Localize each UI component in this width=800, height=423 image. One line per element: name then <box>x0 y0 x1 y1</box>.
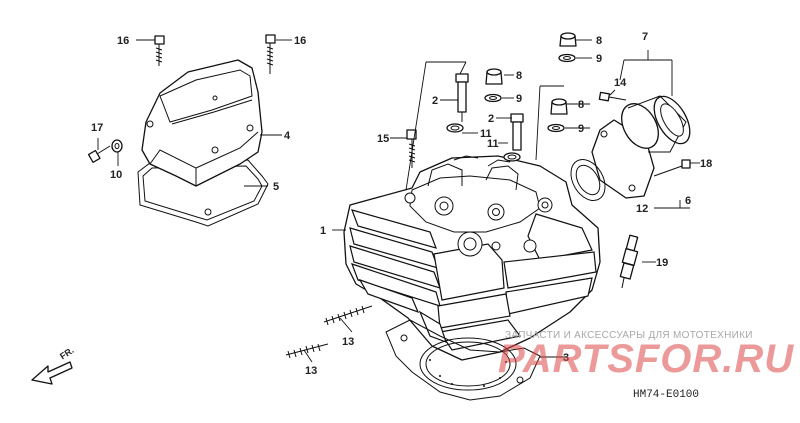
head-gasket <box>385 319 541 401</box>
diagram-code: HM74-E0100 <box>633 389 700 401</box>
cap-nut-8-top <box>559 32 577 47</box>
callout-13-lower: 13 <box>305 365 317 377</box>
callout-11-right: 11 <box>487 138 499 150</box>
callout-labels: 16 16 4 5 17 10 1 15 2 2 11 11 8 9 8 9 8… <box>91 31 712 377</box>
leader-lines <box>97 39 700 363</box>
callout-7: 7 <box>642 31 648 43</box>
callout-18: 18 <box>700 158 712 170</box>
bolt-14 <box>598 91 627 102</box>
cap-nut-8-low <box>550 98 568 115</box>
callout-14: 14 <box>614 77 627 89</box>
stud-2-right <box>510 113 524 151</box>
callout-1: 1 <box>320 225 326 237</box>
spark-plug-19 <box>619 234 639 289</box>
stud-bolt-13-upper <box>323 305 373 326</box>
callout-8-mid: 8 <box>516 70 522 82</box>
o-ring-11-right <box>503 152 521 162</box>
stud-bolt-13-lower <box>285 343 329 359</box>
callout-19: 19 <box>656 257 668 269</box>
callout-17: 17 <box>91 122 103 134</box>
washer-9-low <box>547 123 565 133</box>
callout-9-top: 9 <box>596 53 602 65</box>
intake-gasket <box>570 159 606 201</box>
callout-9-low: 9 <box>578 123 584 135</box>
callout-5: 5 <box>273 181 279 193</box>
cap-nut-8-mid <box>485 68 503 85</box>
watermark-tagline: ЗАПЧАСТИ И АКСЕССУАРЫ ДЛЯ МОТОТЕХНИКИ <box>505 330 753 341</box>
bolt-16-left <box>154 35 165 66</box>
washer-10 <box>111 139 123 153</box>
callout-8-low: 8 <box>578 99 584 111</box>
bolt-16-right <box>265 34 276 74</box>
intake-insulator <box>591 95 691 199</box>
callout-3: 3 <box>563 352 569 364</box>
o-ring-11-left <box>446 123 464 133</box>
bolt-17 <box>87 145 111 163</box>
callout-12: 12 <box>636 203 648 215</box>
callout-2-left: 2 <box>432 95 438 107</box>
callout-4: 4 <box>284 130 291 142</box>
callout-8-top: 8 <box>596 35 602 47</box>
callout-10: 10 <box>110 169 122 181</box>
callout-2-right: 2 <box>488 113 494 125</box>
callout-9-mid: 9 <box>516 93 522 105</box>
callout-13-upper: 13 <box>342 336 354 348</box>
callout-15: 15 <box>377 133 389 145</box>
washer-9-top <box>558 53 576 63</box>
front-direction-arrow <box>31 361 73 385</box>
washer-9-mid <box>484 93 502 103</box>
watermark-brand: PARTSFOR.RU <box>498 337 795 381</box>
callout-16-left: 16 <box>117 35 129 47</box>
cylinder-head <box>343 155 601 361</box>
callout-11-left: 11 <box>480 128 492 140</box>
callout-16-right: 16 <box>294 35 306 47</box>
bolt-18 <box>653 159 691 177</box>
stud-2-left <box>455 73 469 122</box>
callout-6: 6 <box>685 195 691 207</box>
cylinder-head-cover <box>141 59 263 216</box>
